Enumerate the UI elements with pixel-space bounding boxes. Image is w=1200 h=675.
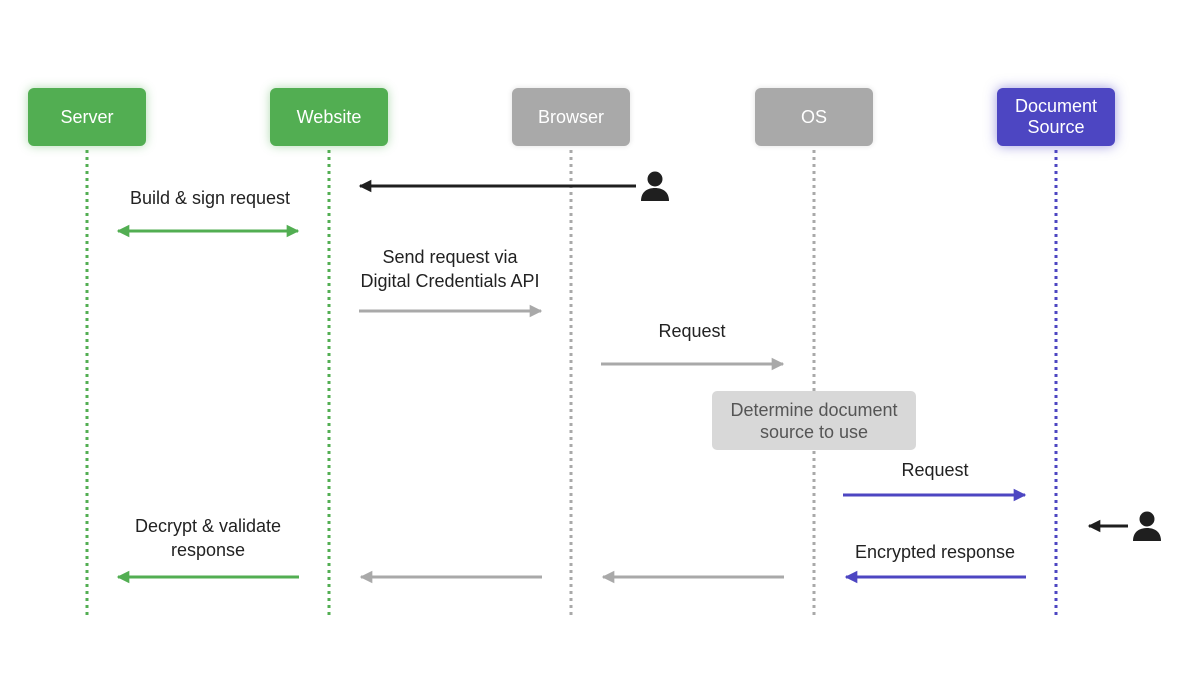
encrypted-response-label: Encrypted response: [854, 542, 1016, 562]
send-request-label: Send request via Digital Credentials API: [360, 247, 540, 291]
browser-request-label: Request: [658, 321, 726, 341]
actor-label: Document Source: [1014, 96, 1098, 137]
actor-label: Website: [296, 106, 362, 127]
note-label: Determine document source to use: [730, 399, 898, 442]
actor-label: OS: [800, 106, 827, 127]
person-icon: [641, 171, 669, 201]
actor-label: Server: [60, 106, 114, 127]
decrypt-validate-label: Decrypt & validate response: [134, 516, 282, 560]
actor-document-source: Document Source: [997, 88, 1115, 146]
person-icon: [1133, 511, 1161, 541]
build-sign-request-label: Build & sign request: [129, 188, 291, 208]
actor-website: Website: [270, 88, 388, 146]
actor-browser: Browser: [512, 88, 630, 146]
actor-server: Server: [28, 88, 146, 146]
os-request-label: Request: [901, 460, 969, 480]
determine-source-note: Determine document source to use: [712, 391, 916, 450]
actor-label: Browser: [537, 106, 604, 127]
actor-os: OS: [755, 88, 873, 146]
